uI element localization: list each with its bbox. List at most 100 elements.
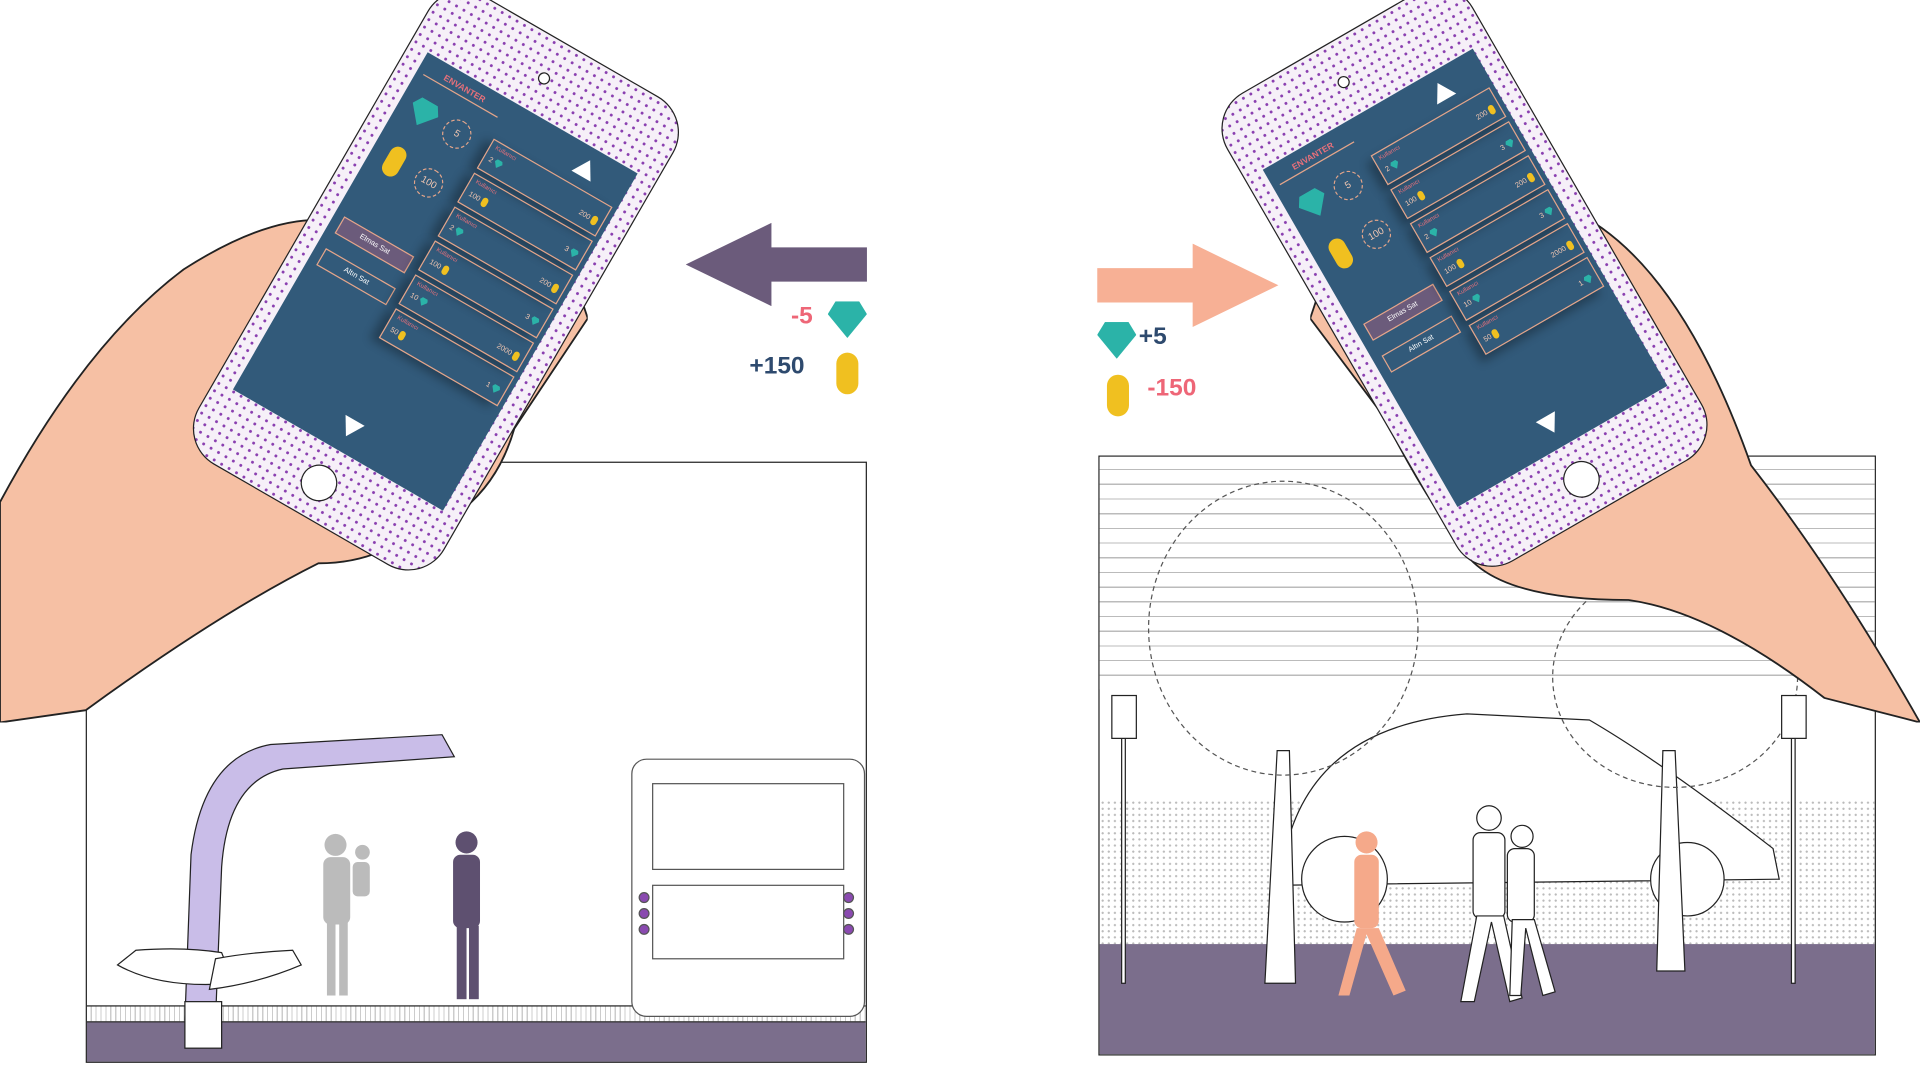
give-amount: 2 xyxy=(1423,233,1431,242)
coin-icon xyxy=(439,264,451,276)
offer-get: 200 xyxy=(537,275,561,295)
give-amount: 100 xyxy=(466,190,482,204)
offer-get: 3 xyxy=(523,312,540,327)
coin-icon xyxy=(1486,103,1497,116)
gem-icon xyxy=(417,296,429,308)
give-amount: 10 xyxy=(1462,299,1474,310)
get-amount: 200 xyxy=(1475,109,1490,123)
give-amount: 100 xyxy=(427,258,443,272)
coin-icon xyxy=(549,282,561,295)
speaker xyxy=(1335,73,1353,91)
app-logo-icon xyxy=(336,414,365,442)
coin-icon xyxy=(1415,190,1427,202)
offer-user: Kullanıcı xyxy=(1416,211,1441,231)
offer-give: 100 xyxy=(1443,257,1466,277)
gem-icon xyxy=(1428,227,1440,239)
coin-count: 100 xyxy=(1356,214,1397,255)
give-amount: 2 xyxy=(486,156,495,165)
get-amount: 200 xyxy=(576,209,592,222)
coin-icon xyxy=(479,196,490,208)
bus-stop-scene xyxy=(85,461,867,1063)
parent-with-child-silhouette xyxy=(323,833,370,996)
offer-get: 2000 xyxy=(1549,239,1576,261)
walking-couple xyxy=(1460,805,1556,1003)
give-amount: 10 xyxy=(408,292,420,303)
coin-delta-right: -150 xyxy=(1147,374,1197,402)
street-drawing xyxy=(1111,480,1807,1003)
coin-icon xyxy=(1106,374,1129,417)
offer-give: 2 xyxy=(1423,227,1440,242)
offer-give: 100 xyxy=(1403,190,1427,209)
gem-icon xyxy=(492,158,504,170)
speaker xyxy=(535,70,553,87)
give-amount: 2 xyxy=(1384,165,1392,174)
bus-stop-drawing xyxy=(116,734,866,1049)
arrow-left-icon xyxy=(685,222,867,307)
get-amount: 1 xyxy=(484,381,492,390)
get-amount: 3 xyxy=(1499,144,1507,153)
app-logo-icon xyxy=(571,154,600,182)
coin-icon xyxy=(378,143,410,180)
offer-give: 2 xyxy=(487,155,504,170)
arrow-right-icon xyxy=(1097,243,1279,327)
offer-user: Kullanıcı xyxy=(1377,144,1402,163)
gem-icon xyxy=(1504,138,1516,150)
coin-icon xyxy=(510,350,521,363)
offer-give: 50 xyxy=(1482,327,1501,345)
coin-count: 100 xyxy=(408,162,449,203)
coin-icon xyxy=(397,330,408,342)
gem-delta-left: -5 xyxy=(791,302,813,330)
ground xyxy=(1099,944,1875,1055)
coin-icon xyxy=(1565,239,1576,252)
coin-icon xyxy=(1325,235,1357,272)
offer-get: 1 xyxy=(1577,274,1595,289)
gem-icon xyxy=(529,315,541,327)
get-amount: 3 xyxy=(523,313,531,322)
offer-give: 2 xyxy=(1384,159,1401,174)
person-with-phone-silhouette xyxy=(453,831,481,1000)
give-amount: 100 xyxy=(1443,263,1458,277)
offer-get: 200 xyxy=(577,208,600,227)
offer-get: 2000 xyxy=(495,341,521,363)
offer-get: 200 xyxy=(1474,103,1497,123)
trees xyxy=(1147,480,1799,984)
offer-get: 3 xyxy=(563,244,580,259)
offer-give: 10 xyxy=(1462,293,1483,310)
gem-icon xyxy=(404,94,443,132)
get-amount: 3 xyxy=(1538,212,1546,221)
walking-woman-silhouette xyxy=(1338,831,1406,996)
app-logo-icon xyxy=(1427,77,1457,105)
gem-icon xyxy=(1543,206,1555,218)
gem-count: 5 xyxy=(1328,165,1369,206)
coin-icon xyxy=(1490,327,1501,340)
app-logo-icon xyxy=(1535,411,1565,439)
offer-give: 2 xyxy=(448,223,465,238)
coin-icon xyxy=(1525,171,1537,184)
give-amount: 2 xyxy=(447,224,455,233)
home-button[interactable] xyxy=(293,457,345,509)
gem-icon xyxy=(1583,274,1595,286)
coin-icon xyxy=(1454,257,1466,270)
give-amount: 100 xyxy=(1404,195,1419,209)
gem-icon xyxy=(568,247,580,259)
get-amount: 2000 xyxy=(1550,245,1568,260)
offer-get: 3 xyxy=(1499,138,1516,153)
offer-give: 50 xyxy=(388,325,408,342)
get-amount: 2000 xyxy=(495,342,513,358)
gem-icon xyxy=(1294,185,1333,223)
gem-icon xyxy=(827,301,867,338)
gem-icon xyxy=(490,383,502,395)
gem-delta-right: +5 xyxy=(1138,323,1167,351)
gem-icon xyxy=(1389,159,1401,171)
get-amount: 1 xyxy=(1577,280,1586,289)
home-button[interactable] xyxy=(1556,454,1607,505)
get-amount: 200 xyxy=(537,277,553,290)
coin-icon xyxy=(589,214,600,227)
gem-icon xyxy=(1097,322,1137,359)
give-amount: 50 xyxy=(1482,333,1494,345)
coin-icon xyxy=(836,352,859,395)
get-amount: 200 xyxy=(1514,177,1529,191)
get-amount: 3 xyxy=(562,245,570,254)
offer-get: 3 xyxy=(1538,206,1555,221)
